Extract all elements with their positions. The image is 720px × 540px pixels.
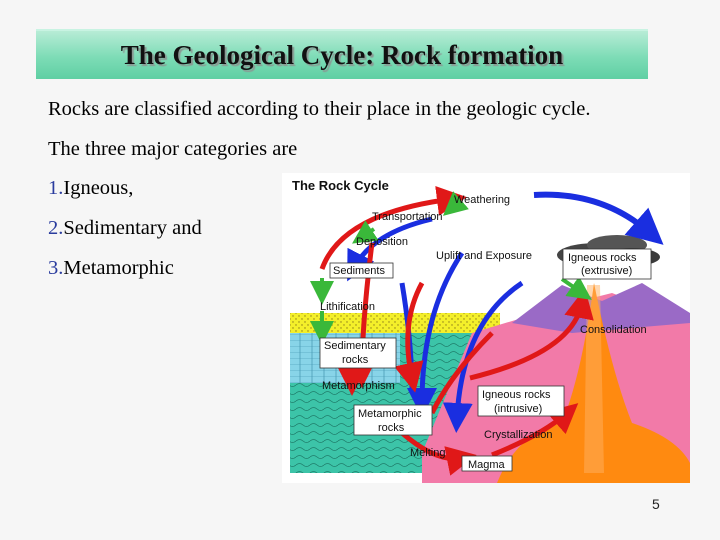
label-metamorphism: Metamorphism (322, 380, 395, 392)
label-lithification: Lithification (320, 301, 375, 313)
label-melting: Melting (410, 447, 445, 459)
list-number: 2. (48, 217, 64, 239)
label-deposition: Deposition (356, 236, 408, 248)
rock-cycle-svg: The Rock Cycle Weathering Transportation… (290, 178, 690, 483)
list-text: Igneous, (63, 177, 134, 199)
list-item-sedimentary: 2.Sedimentary and (48, 217, 202, 240)
label-transportation: Transportation (372, 211, 443, 223)
title-bar: The Geological Cycle: Rock formation (36, 29, 648, 79)
mountains (512, 283, 690, 333)
slide-title: The Geological Cycle: Rock formation (120, 39, 564, 70)
label-sedimentary-2: rocks (342, 354, 369, 366)
label-uplift: Uplift and Exposure (436, 250, 532, 262)
rock-cycle-diagram: The Rock Cycle Weathering Transportation… (282, 173, 690, 483)
label-crystallization: Crystallization (484, 429, 552, 441)
list-number: 1. (48, 177, 64, 199)
page-number: 5 (652, 496, 660, 512)
label-igneous-intrusive-1: Igneous rocks (482, 389, 551, 401)
list-text: Sedimentary and (63, 217, 202, 239)
label-magma: Magma (468, 459, 506, 471)
list-item-igneous: 1.Igneous, (48, 177, 133, 200)
label-igneous-extrusive-2: (extrusive) (581, 265, 632, 277)
list-number: 3. (48, 257, 64, 279)
label-metamorphic-1: Metamorphic (358, 408, 422, 420)
label-sedimentary-1: Sedimentary (324, 340, 386, 352)
list-item-metamorphic: 3.Metamorphic (48, 257, 174, 280)
intro-text: Rocks are classified according to their … (48, 98, 591, 120)
label-sediments: Sediments (333, 265, 385, 277)
label-consolidation: Consolidation (580, 324, 647, 336)
label-weathering: Weathering (454, 194, 510, 206)
sediment-layer (290, 313, 500, 333)
label-metamorphic-2: rocks (378, 422, 405, 434)
label-igneous-extrusive-1: Igneous rocks (568, 252, 637, 264)
categories-text: The three major categories are (48, 138, 298, 160)
label-igneous-intrusive-2: (intrusive) (494, 403, 542, 415)
list-text: Metamorphic (63, 257, 174, 279)
diagram-title: The Rock Cycle (292, 178, 389, 193)
